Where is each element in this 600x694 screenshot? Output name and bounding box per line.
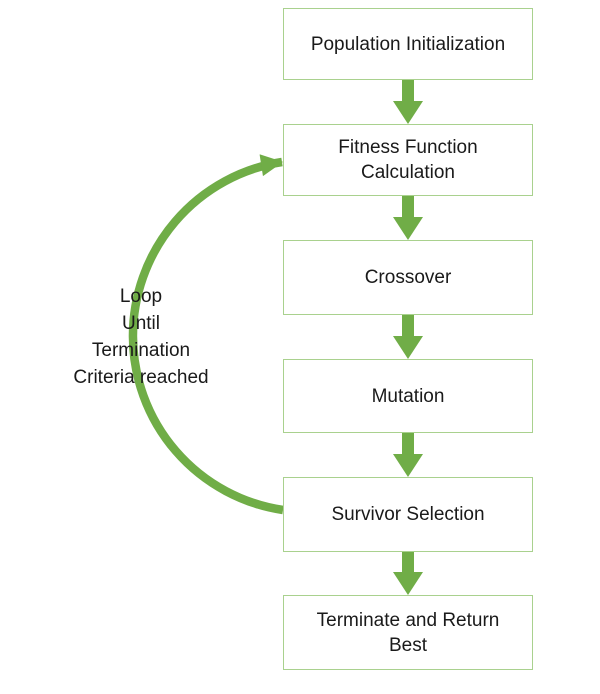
down-arrow-icon [393, 433, 423, 477]
down-arrow-icon [393, 196, 423, 240]
node-survivor-selection: Survivor Selection [283, 477, 533, 552]
node-label: Fitness Function Calculation [338, 137, 478, 183]
node-label: Survivor Selection [331, 504, 485, 525]
loop-label-line: Criteria reached [73, 367, 209, 388]
down-arrow-icon [393, 552, 423, 595]
arrow-stem [402, 80, 414, 101]
node-fitness-function-calculation: Fitness Function Calculation [283, 124, 533, 196]
node-mutation: Mutation [283, 359, 533, 433]
node-population-initialization: Population Initialization [283, 8, 533, 80]
arrow-stem [402, 433, 414, 454]
arrow-head [393, 454, 423, 477]
loop-label: Loop Until Termination Criteria reached [31, 283, 251, 391]
node-label: Terminate and Return Best [316, 609, 500, 656]
arrow-head [393, 336, 423, 359]
arrow-head [393, 101, 423, 124]
down-arrow-icon [393, 315, 423, 359]
node-label: Population Initialization [310, 33, 506, 55]
node-terminate-and-return-best: Terminate and Return Best [283, 595, 533, 670]
arrow-stem [402, 196, 414, 217]
node-label: Mutation [371, 385, 445, 407]
arrow-stem [402, 315, 414, 336]
loop-label-line: Until [121, 313, 160, 334]
down-arrow-icon [393, 80, 423, 124]
arrow-head [393, 572, 423, 595]
node-crossover: Crossover [283, 240, 533, 315]
arrow-stem [402, 552, 414, 572]
loop-label-line: Termination [91, 340, 191, 361]
arrow-head [393, 217, 423, 240]
node-label: Crossover [364, 267, 452, 288]
loop-label-line: Loop [119, 286, 163, 307]
